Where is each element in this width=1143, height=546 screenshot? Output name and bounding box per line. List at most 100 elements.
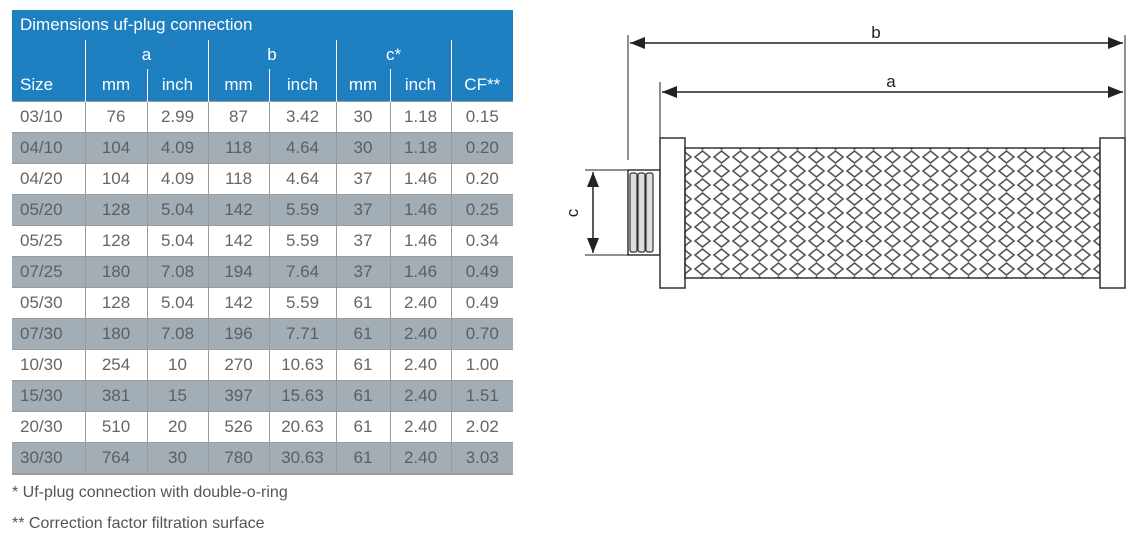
left-end-cap <box>659 137 686 289</box>
cell-c-inch: 1.18 <box>389 101 451 133</box>
cell-c-mm: 30 <box>335 132 390 164</box>
cell-size: 04/20 <box>12 163 85 195</box>
cell-b-mm: 270 <box>207 349 269 381</box>
cell-b-mm: 780 <box>207 442 269 474</box>
cell-c-inch: 2.40 <box>389 287 451 319</box>
dimension-c: c <box>563 169 635 256</box>
cell-a-mm: 381 <box>84 380 147 412</box>
cell-cf: 1.51 <box>450 380 513 412</box>
cell-a-mm: 104 <box>84 132 147 164</box>
header-blank <box>450 40 513 69</box>
cell-size: 03/10 <box>12 101 85 133</box>
table-title: Dimensions uf-plug connection <box>12 10 513 40</box>
cell-a-mm: 180 <box>84 256 147 288</box>
cell-b-inch: 5.59 <box>268 194 336 226</box>
cell-a-mm: 180 <box>84 318 147 350</box>
cell-a-inch: 4.09 <box>146 163 208 195</box>
dimension-a-label: a <box>886 72 896 91</box>
cell-b-inch: 4.64 <box>268 132 336 164</box>
cell-a-mm: 128 <box>84 225 147 257</box>
cell-b-mm: 194 <box>207 256 269 288</box>
cell-b-mm: 142 <box>207 225 269 257</box>
cell-b-mm: 87 <box>207 101 269 133</box>
cell-c-mm: 61 <box>335 411 390 443</box>
column-header-cf: CF** <box>450 69 513 102</box>
cell-a-inch: 5.04 <box>146 225 208 257</box>
cell-cf: 0.49 <box>450 287 513 319</box>
column-header-b-mm: mm <box>207 69 269 102</box>
column-header-size: Size <box>12 69 85 102</box>
cell-a-mm: 128 <box>84 287 147 319</box>
dimension-c-label: c <box>563 208 582 217</box>
column-header-c-inch: inch <box>389 69 451 102</box>
header-blank <box>12 40 85 69</box>
cell-cf: 0.15 <box>450 101 513 133</box>
cell-b-mm: 142 <box>207 194 269 226</box>
filter-cartridge-diagram: b a c <box>563 23 1126 289</box>
cell-b-mm: 118 <box>207 163 269 195</box>
column-header-a-mm: mm <box>84 69 147 102</box>
cell-c-inch: 2.40 <box>389 349 451 381</box>
cell-b-mm: 118 <box>207 132 269 164</box>
cell-size: 04/10 <box>12 132 85 164</box>
cell-cf: 0.49 <box>450 256 513 288</box>
cell-cf: 1.00 <box>450 349 513 381</box>
cell-b-mm: 142 <box>207 287 269 319</box>
cell-a-inch: 30 <box>146 442 208 474</box>
cell-b-mm: 526 <box>207 411 269 443</box>
cell-size: 05/30 <box>12 287 85 319</box>
cell-c-mm: 37 <box>335 225 390 257</box>
cell-cf: 0.25 <box>450 194 513 226</box>
group-header-b: b <box>207 40 336 69</box>
cell-cf: 0.70 <box>450 318 513 350</box>
cell-a-inch: 7.08 <box>146 256 208 288</box>
cell-b-inch: 20.63 <box>268 411 336 443</box>
group-header-c: c* <box>335 40 451 69</box>
cell-b-inch: 7.71 <box>268 318 336 350</box>
cell-a-inch: 5.04 <box>146 194 208 226</box>
plug-connector <box>627 169 661 256</box>
cell-a-mm: 104 <box>84 163 147 195</box>
footnote-correction-factor: ** Correction factor filtration surface <box>12 515 265 532</box>
cell-size: 07/30 <box>12 318 85 350</box>
cell-b-inch: 4.64 <box>268 163 336 195</box>
cell-c-mm: 37 <box>335 163 390 195</box>
cell-c-mm: 61 <box>335 349 390 381</box>
cell-cf: 0.20 <box>450 132 513 164</box>
column-header-a-inch: inch <box>146 69 208 102</box>
filter-mesh <box>684 147 1101 279</box>
footnote-o-ring: * Uf-plug connection with double-o-ring <box>12 484 288 501</box>
cell-size: 20/30 <box>12 411 85 443</box>
cell-a-inch: 7.08 <box>146 318 208 350</box>
cell-c-inch: 1.46 <box>389 163 451 195</box>
cell-a-inch: 4.09 <box>146 132 208 164</box>
cell-cf: 0.34 <box>450 225 513 257</box>
right-end-cap <box>1099 137 1126 289</box>
column-header-row: Size mm inch mm inch mm inch CF** <box>12 69 513 102</box>
group-header-row: a b c* <box>12 40 513 69</box>
cell-size: 05/25 <box>12 225 85 257</box>
cell-c-mm: 30 <box>335 101 390 133</box>
cell-c-mm: 61 <box>335 380 390 412</box>
filter-body <box>659 137 1126 289</box>
dimensions-table: a b c* Size mm inch mm inch mm inch CF**… <box>12 40 513 475</box>
cell-c-inch: 1.46 <box>389 194 451 226</box>
cell-size: 30/30 <box>12 442 85 474</box>
cell-a-mm: 510 <box>84 411 147 443</box>
cell-b-inch: 30.63 <box>268 442 336 474</box>
cell-b-mm: 196 <box>207 318 269 350</box>
cell-c-inch: 1.46 <box>389 225 451 257</box>
cell-b-inch: 5.59 <box>268 225 336 257</box>
cell-b-inch: 10.63 <box>268 349 336 381</box>
cell-a-inch: 10 <box>146 349 208 381</box>
cell-a-inch: 5.04 <box>146 287 208 319</box>
